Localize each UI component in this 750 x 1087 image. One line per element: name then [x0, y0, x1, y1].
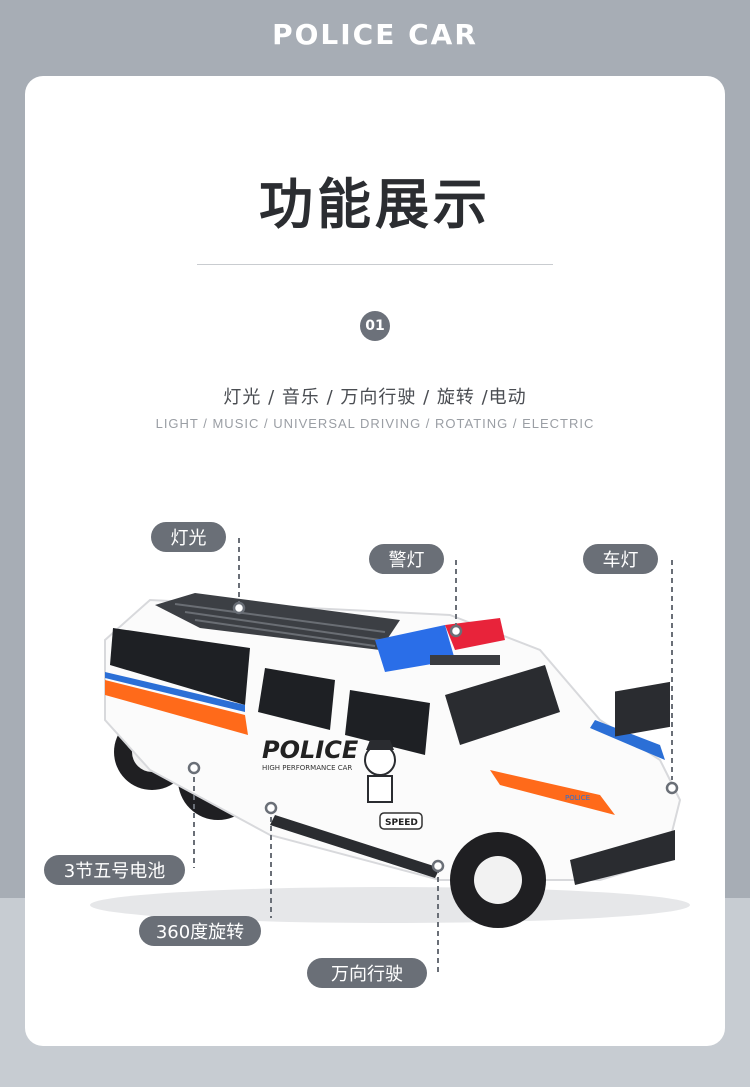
car-police-subtext: HIGH PERFORMANCE CAR — [262, 764, 352, 772]
hood-stripe-blue — [590, 720, 665, 760]
side-stripe-orange — [105, 680, 248, 735]
hood-police-text: POLICE — [565, 794, 590, 802]
windshield — [445, 665, 560, 745]
roof-rack-slats — [174, 603, 386, 647]
side-stripe-blue — [105, 672, 245, 712]
car-police-logo: POLICE — [262, 736, 359, 764]
section-number-badge: 01 — [360, 311, 390, 341]
section-title: 功能展示 — [259, 173, 491, 236]
front-grille — [615, 681, 670, 737]
roof-rack — [155, 593, 400, 650]
middle-window — [258, 668, 335, 730]
front-wheel — [450, 832, 546, 928]
features-english: LIGHT / MUSIC / UNIVERSAL DRIVING / ROTA… — [155, 416, 595, 431]
callout-leaders — [193, 538, 673, 975]
callout-light: 灯光 — [151, 522, 226, 552]
police-character-decal — [364, 740, 396, 803]
callout-siren-light: 警灯 — [369, 544, 444, 574]
speed-badge-frame — [379, 812, 423, 830]
callout-markers — [187, 601, 679, 873]
title-divider — [197, 264, 553, 265]
page-header-title: POLICE CAR — [272, 18, 478, 51]
callout-battery: 3节五号电池 — [44, 855, 185, 885]
features-chinese: 灯光 / 音乐 / 万向行驶 / 旋转 /电动 — [223, 387, 527, 408]
side-step — [270, 815, 440, 878]
speed-badge: SPEED — [385, 818, 418, 828]
front-door-window — [345, 690, 430, 755]
rear-side-window — [110, 628, 250, 705]
hood-stripe-orange — [490, 770, 615, 815]
callout-headlight: 车灯 — [583, 544, 658, 574]
front-bumper — [570, 830, 675, 885]
callout-universal: 万向行驶 — [307, 958, 427, 988]
callout-rotate: 360度旋转 — [139, 916, 261, 946]
siren-light-bar — [375, 618, 505, 672]
